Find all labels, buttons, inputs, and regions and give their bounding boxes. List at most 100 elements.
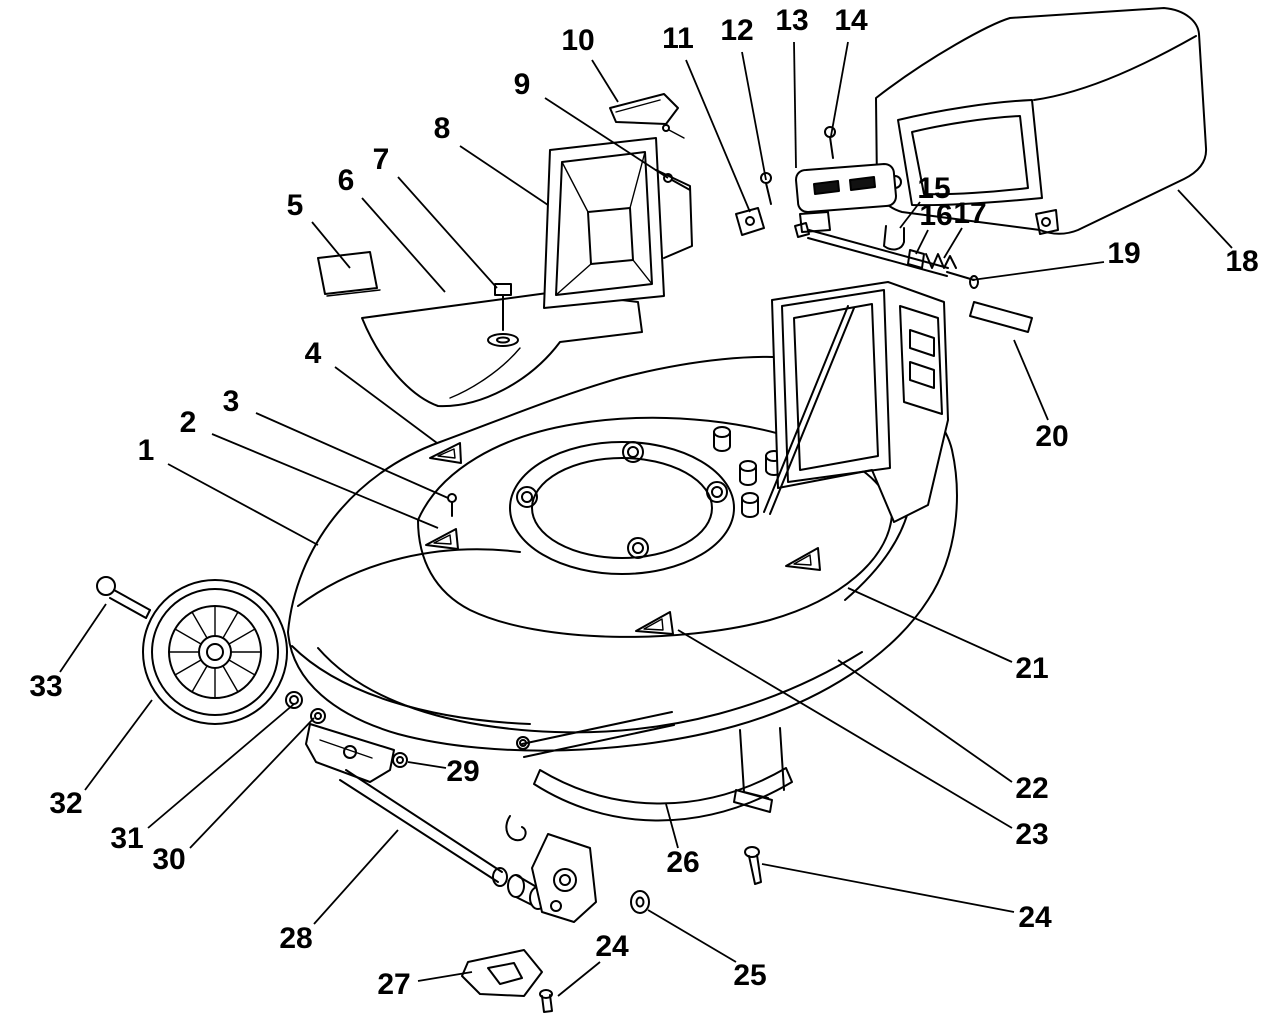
bracket-11 (735, 207, 765, 236)
leader-line-16-15 (915, 229, 929, 255)
leader-line-24-23 (761, 863, 1015, 913)
part-label-26: 26 (666, 846, 699, 879)
leader-line-22-21 (837, 659, 1013, 783)
part-label-1: 1 (138, 434, 155, 467)
part-label-7: 7 (373, 143, 390, 176)
part-label-27: 27 (377, 968, 410, 1001)
wheel-bolt-33 (96, 576, 151, 619)
part-label-22: 22 (1015, 772, 1048, 805)
hook (505, 815, 527, 842)
handle-panel (735, 126, 897, 236)
part-label-12: 12 (720, 14, 753, 47)
part-label-8: 8 (434, 112, 451, 145)
leader-line-26-26 (665, 803, 679, 849)
spring-17 (925, 253, 957, 269)
part-label-31: 31 (110, 822, 143, 855)
part-label-11: 11 (662, 22, 694, 55)
bracket-27 (461, 949, 543, 997)
leader-line-6-5 (361, 197, 446, 293)
leader-line-14-13 (830, 41, 849, 137)
leader-line-21-20 (847, 587, 1013, 663)
part-label-17: 17 (953, 197, 986, 230)
part-label-13: 13 (775, 4, 808, 37)
leader-line-17-16 (943, 227, 963, 259)
sleeve-16 (907, 249, 925, 269)
part-label-32: 32 (49, 787, 82, 820)
leader-line-33-33 (59, 603, 107, 673)
part-label-16: 16 (919, 199, 952, 232)
leader-line-10-9 (591, 59, 619, 103)
deck-arrow-marks (425, 442, 821, 635)
part-label-23: 23 (1015, 818, 1048, 851)
part-label-21: 21 (1015, 652, 1048, 685)
part-label-24: 24 (595, 930, 629, 963)
leader-line-8-7 (459, 145, 549, 206)
wheel-bracket (531, 833, 597, 923)
nut-29 (392, 752, 408, 768)
screw-14 (824, 126, 836, 159)
screw-7 (487, 283, 519, 347)
leader-line-13-12 (793, 41, 797, 169)
leader-line-12-11 (741, 51, 767, 181)
part-label-15: 15 (917, 172, 950, 205)
leader-line-27-27 (417, 971, 473, 982)
part-label-20: 20 (1035, 420, 1068, 453)
axle-assembly (305, 723, 597, 923)
leader-line-5-4 (311, 221, 351, 269)
leader-line-18-17 (1177, 189, 1233, 249)
part-label-24: 24 (1018, 901, 1052, 934)
leader-line-19-18 (971, 261, 1105, 281)
spacer-31 (285, 691, 303, 709)
clamp-15 (883, 225, 905, 251)
screw-24-bottom (539, 989, 553, 1013)
part-label-6: 6 (338, 164, 355, 197)
leader-line-32-32 (84, 699, 153, 791)
plate-5 (317, 251, 378, 295)
engine-opening (509, 441, 735, 575)
strip-20 (969, 301, 1033, 333)
part-label-3: 3 (223, 385, 240, 418)
part-label-18: 18 (1225, 245, 1258, 278)
part-label-2: 2 (180, 406, 197, 439)
leader-line-1-0 (167, 463, 319, 546)
rod-end-19 (969, 275, 979, 289)
leader-line-15-14 (899, 201, 921, 229)
part-label-9: 9 (514, 68, 531, 101)
front-brace (521, 711, 793, 822)
leader-line-4-3 (334, 366, 438, 444)
leader-line-20-19 (1013, 339, 1049, 421)
wheel (142, 579, 288, 725)
washer-25 (630, 890, 650, 914)
leader-line-23-22 (677, 629, 1013, 829)
bottom-fasteners (539, 846, 762, 1013)
part-label-10: 10 (561, 24, 594, 57)
part-label-14: 14 (834, 4, 868, 37)
leader-line-24-25 (557, 961, 601, 997)
top-cover (875, 7, 1208, 235)
chute-shelf (317, 251, 643, 408)
latch-part-10 (609, 93, 685, 139)
leader-line-7-6 (397, 176, 498, 289)
leader-line-30-30 (189, 717, 315, 849)
part-label-30: 30 (152, 843, 185, 876)
leader-line-29-29 (407, 761, 447, 769)
part-label-5: 5 (287, 189, 304, 222)
rod-assembly (794, 222, 979, 289)
discharge-chute (543, 137, 693, 309)
part-label-28: 28 (279, 922, 312, 955)
part-label-29: 29 (446, 755, 479, 788)
part-label-19: 19 (1107, 237, 1140, 270)
leader-lines (59, 41, 1233, 997)
part-label-33: 33 (29, 670, 62, 703)
leader-line-11-10 (685, 59, 751, 213)
screw-12 (760, 172, 772, 205)
leader-line-31-31 (147, 703, 295, 829)
rear-tower (763, 281, 949, 523)
leader-line-3-2 (255, 412, 449, 499)
part-label-25: 25 (733, 959, 766, 992)
diagram-artwork (96, 7, 1208, 1013)
leader-line-28-28 (313, 829, 399, 925)
